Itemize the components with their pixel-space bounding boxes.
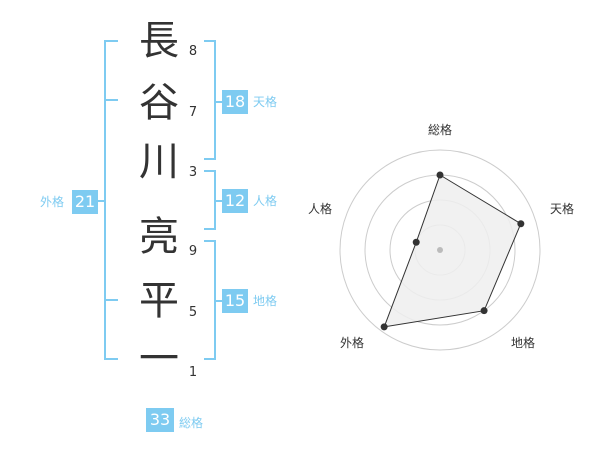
radar-point-5 xyxy=(412,238,420,246)
stroke-count-1: 8 xyxy=(188,44,198,59)
bracket-connector xyxy=(214,300,222,302)
radar-point-1 xyxy=(436,171,444,179)
gaikaku-label: 外格 xyxy=(40,195,65,209)
bracket-connector xyxy=(214,200,222,202)
radar-axis-label-jinkaku: 人格 xyxy=(308,202,333,216)
tenkaku-badge: 18 xyxy=(222,90,248,114)
stroke-count-4: 9 xyxy=(188,244,198,259)
chikaku-label: 地格 xyxy=(253,294,278,308)
bracket-connector xyxy=(98,200,106,202)
name-char-6: 一 xyxy=(139,336,179,382)
radar-axis-label-soukaku: 総格 xyxy=(428,123,453,137)
bracket-connector xyxy=(214,101,222,103)
gaikaku-badge: 21 xyxy=(72,190,98,214)
name-char-2: 谷 xyxy=(139,80,179,126)
radar-axis-label-chikaku: 地格 xyxy=(511,336,536,350)
jinkaku-badge: 12 xyxy=(222,189,248,213)
tenkaku-bracket xyxy=(204,40,216,160)
radar-axis-label-gaikaku: 外格 xyxy=(340,336,365,350)
bracket-tick xyxy=(104,99,118,101)
jinkaku-label: 人格 xyxy=(253,194,278,208)
radar-point-4 xyxy=(380,323,388,331)
stroke-count-3: 3 xyxy=(188,165,198,180)
radar-grid-ring xyxy=(339,149,541,351)
stroke-count-6: 1 xyxy=(188,365,198,380)
radar-center-point xyxy=(437,247,443,253)
soukaku-label: 総格 xyxy=(179,416,204,430)
radar-point-3 xyxy=(480,307,488,315)
name-char-4: 亮 xyxy=(139,214,179,260)
stroke-count-5: 5 xyxy=(188,305,198,320)
tenkaku-label: 天格 xyxy=(253,95,278,109)
soukaku-badge: 33 xyxy=(146,408,174,432)
radar-point-2 xyxy=(517,220,525,228)
stroke-count-2: 7 xyxy=(188,105,198,120)
name-char-5: 平 xyxy=(139,278,179,324)
name-char-3: 川 xyxy=(139,139,179,185)
radar-axis-label-tenkaku: 天格 xyxy=(550,202,575,216)
radar-series-area xyxy=(383,174,522,328)
name-char-1: 長 xyxy=(139,18,179,64)
chikaku-badge: 15 xyxy=(222,289,248,313)
bracket-tick xyxy=(104,299,118,301)
